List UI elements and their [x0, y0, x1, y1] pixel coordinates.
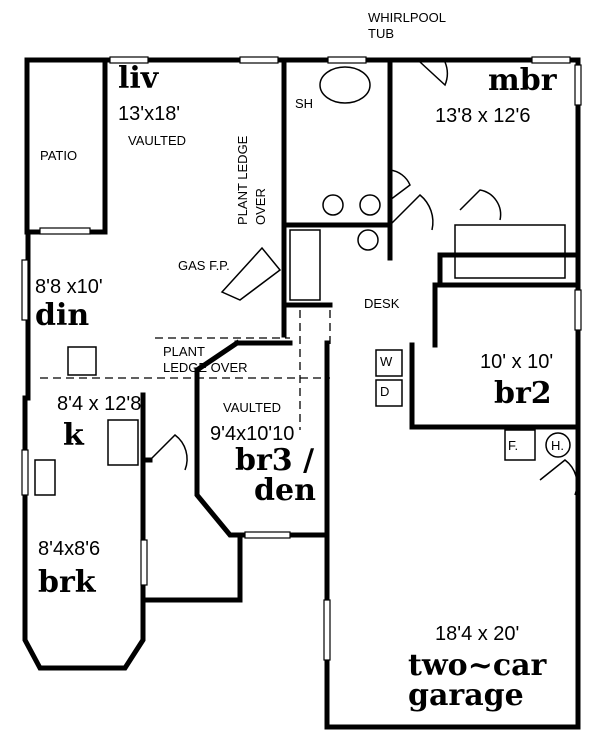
washer-label: W [380, 354, 393, 369]
din-label: din [35, 298, 89, 333]
dryer-label: D [380, 384, 389, 399]
plant-ledge-label: PLANT LEDGE [235, 135, 250, 225]
mbr-label: mbr [488, 63, 558, 98]
shower-label: SH [295, 96, 313, 111]
garage-label-2: garage [408, 678, 524, 713]
doors [149, 61, 578, 496]
garage-size: 18'4 x 20' [435, 623, 519, 645]
brk-label: brk [38, 565, 97, 600]
br2-label: br2 [494, 376, 552, 411]
fixtures [34, 66, 571, 496]
br3-size: 9'4x10'10 [210, 423, 294, 445]
brk-size: 8'4x8'6 [38, 538, 100, 560]
garage-label: two~car [408, 648, 548, 683]
kitchen-size: 8'4 x 12'8 [57, 393, 141, 415]
liv-size: 13'x18' [118, 103, 180, 125]
whirlpool-label: WHIRLPOOL [368, 10, 446, 25]
plant-label: PLANT [163, 344, 205, 359]
ledge-over-label: LEDGE OVER [163, 360, 248, 375]
gas-fp-label: GAS F.P. [178, 258, 230, 273]
desk-label: DESK [364, 296, 400, 311]
kitchen-label: k [63, 418, 85, 453]
furnace-label: F. [508, 438, 518, 453]
den-label: den [254, 473, 316, 508]
windows [21, 56, 582, 661]
br3-note: VAULTED [223, 400, 281, 415]
tub-label: TUB [368, 26, 394, 41]
dashed-lines [40, 310, 331, 430]
heater-label: H. [551, 438, 564, 453]
br2-size: 10' x 10' [480, 351, 553, 373]
mbr-size: 13'8 x 12'6 [435, 105, 531, 127]
din-size: 8'8 x10' [35, 276, 103, 298]
plant-ledge-over-label: OVER [253, 188, 268, 225]
br3-label: br3 / [235, 443, 314, 478]
liv-label: liv [118, 61, 160, 96]
patio-label: PATIO [40, 148, 77, 163]
liv-note: VAULTED [128, 133, 186, 148]
